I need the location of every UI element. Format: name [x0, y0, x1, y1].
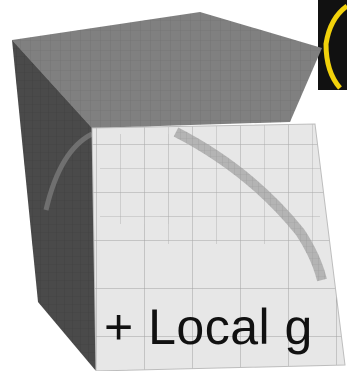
cube-top-face [12, 12, 322, 128]
cube-front-face [91, 123, 346, 371]
caption-main: + Local [104, 299, 271, 355]
inset-ring-arc [323, 3, 347, 90]
caption-text: + Local g [104, 302, 313, 352]
inset-thumbnail [318, 0, 347, 90]
cube-left-face [12, 40, 96, 371]
caption-trailing-fragment: g [284, 299, 313, 355]
